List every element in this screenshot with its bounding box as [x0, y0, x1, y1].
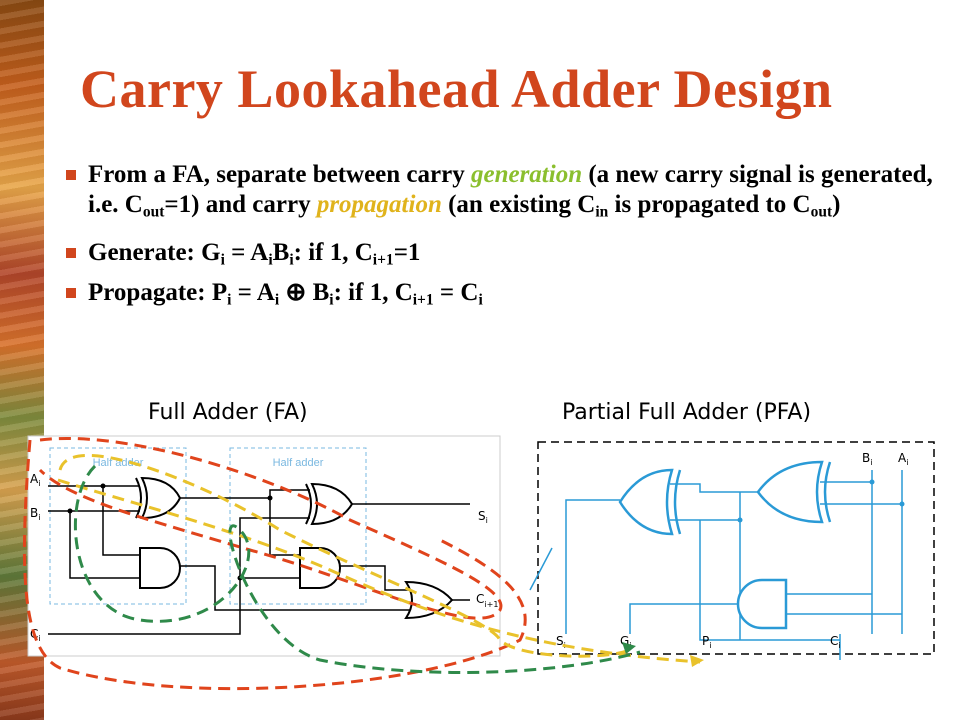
generation-term: generation [470, 161, 583, 188]
full-adder-diagram: Half adder Half adder [27, 435, 501, 657]
half-adder-label-2: Half adder [273, 457, 324, 469]
pfa-label-c: Ci [830, 634, 841, 650]
fa-label-b: Bi [30, 506, 40, 522]
fa-and-gate-2 [299, 547, 341, 589]
bullet-square-icon [66, 248, 76, 258]
red-dashed-outer-loop [22, 439, 527, 691]
pfa-and-gate [736, 578, 788, 630]
pfa-xor-gate-2 [618, 468, 682, 536]
bullet-fa-separation: From a FA, separate between carry genera… [66, 160, 946, 220]
fa-and-gate-1 [139, 547, 181, 589]
highlight-loops [22, 436, 701, 691]
pfa-heading: Partial Full Adder (PFA) [562, 400, 812, 425]
pfa-label-p: Pi [702, 634, 711, 650]
green-dashed-path [73, 464, 641, 674]
pfa-connector [529, 547, 553, 591]
fa-heading: Full Adder (FA) [148, 400, 308, 425]
pfa-label-b: Bi [862, 451, 872, 467]
red-dashed-loop [38, 436, 503, 620]
half-adder-label-1: Half adder [93, 457, 144, 469]
bullet-square-icon [66, 288, 76, 298]
fa-label-cout: Ci+1 [476, 592, 498, 609]
pfa-label-a: Ai [898, 451, 908, 467]
fa-label-s: Si [478, 509, 488, 525]
half-adder-box-1 [49, 447, 187, 605]
slide-title: Carry Lookahead Adder Design [80, 59, 833, 119]
yellow-dashed-path [58, 454, 634, 658]
fa-label-a: Ai [30, 472, 40, 488]
partial-full-adder-diagram: Bi Ai Si Gi Pi Ci [529, 441, 935, 660]
bullet-square-icon [66, 170, 76, 180]
bullet-propagate: Propagate: Pi = Ai ⊕ Bi: if 1, Ci+1 = Ci [66, 278, 946, 308]
pfa-boundary [537, 441, 935, 655]
green-arrow-head-icon [622, 642, 636, 654]
pfa-xor-gate-1 [756, 460, 832, 524]
yellow-dashed-path-2 [57, 478, 701, 664]
yellow-arrow-head-icon [690, 655, 704, 667]
propagation-term: propagation [316, 191, 442, 218]
bullet-generate: Generate: Gi = AiBi: if 1, Ci+1=1 [66, 238, 946, 268]
pfa-label-s: Si [556, 634, 566, 650]
bullet-list: From a FA, separate between carry genera… [66, 160, 946, 318]
